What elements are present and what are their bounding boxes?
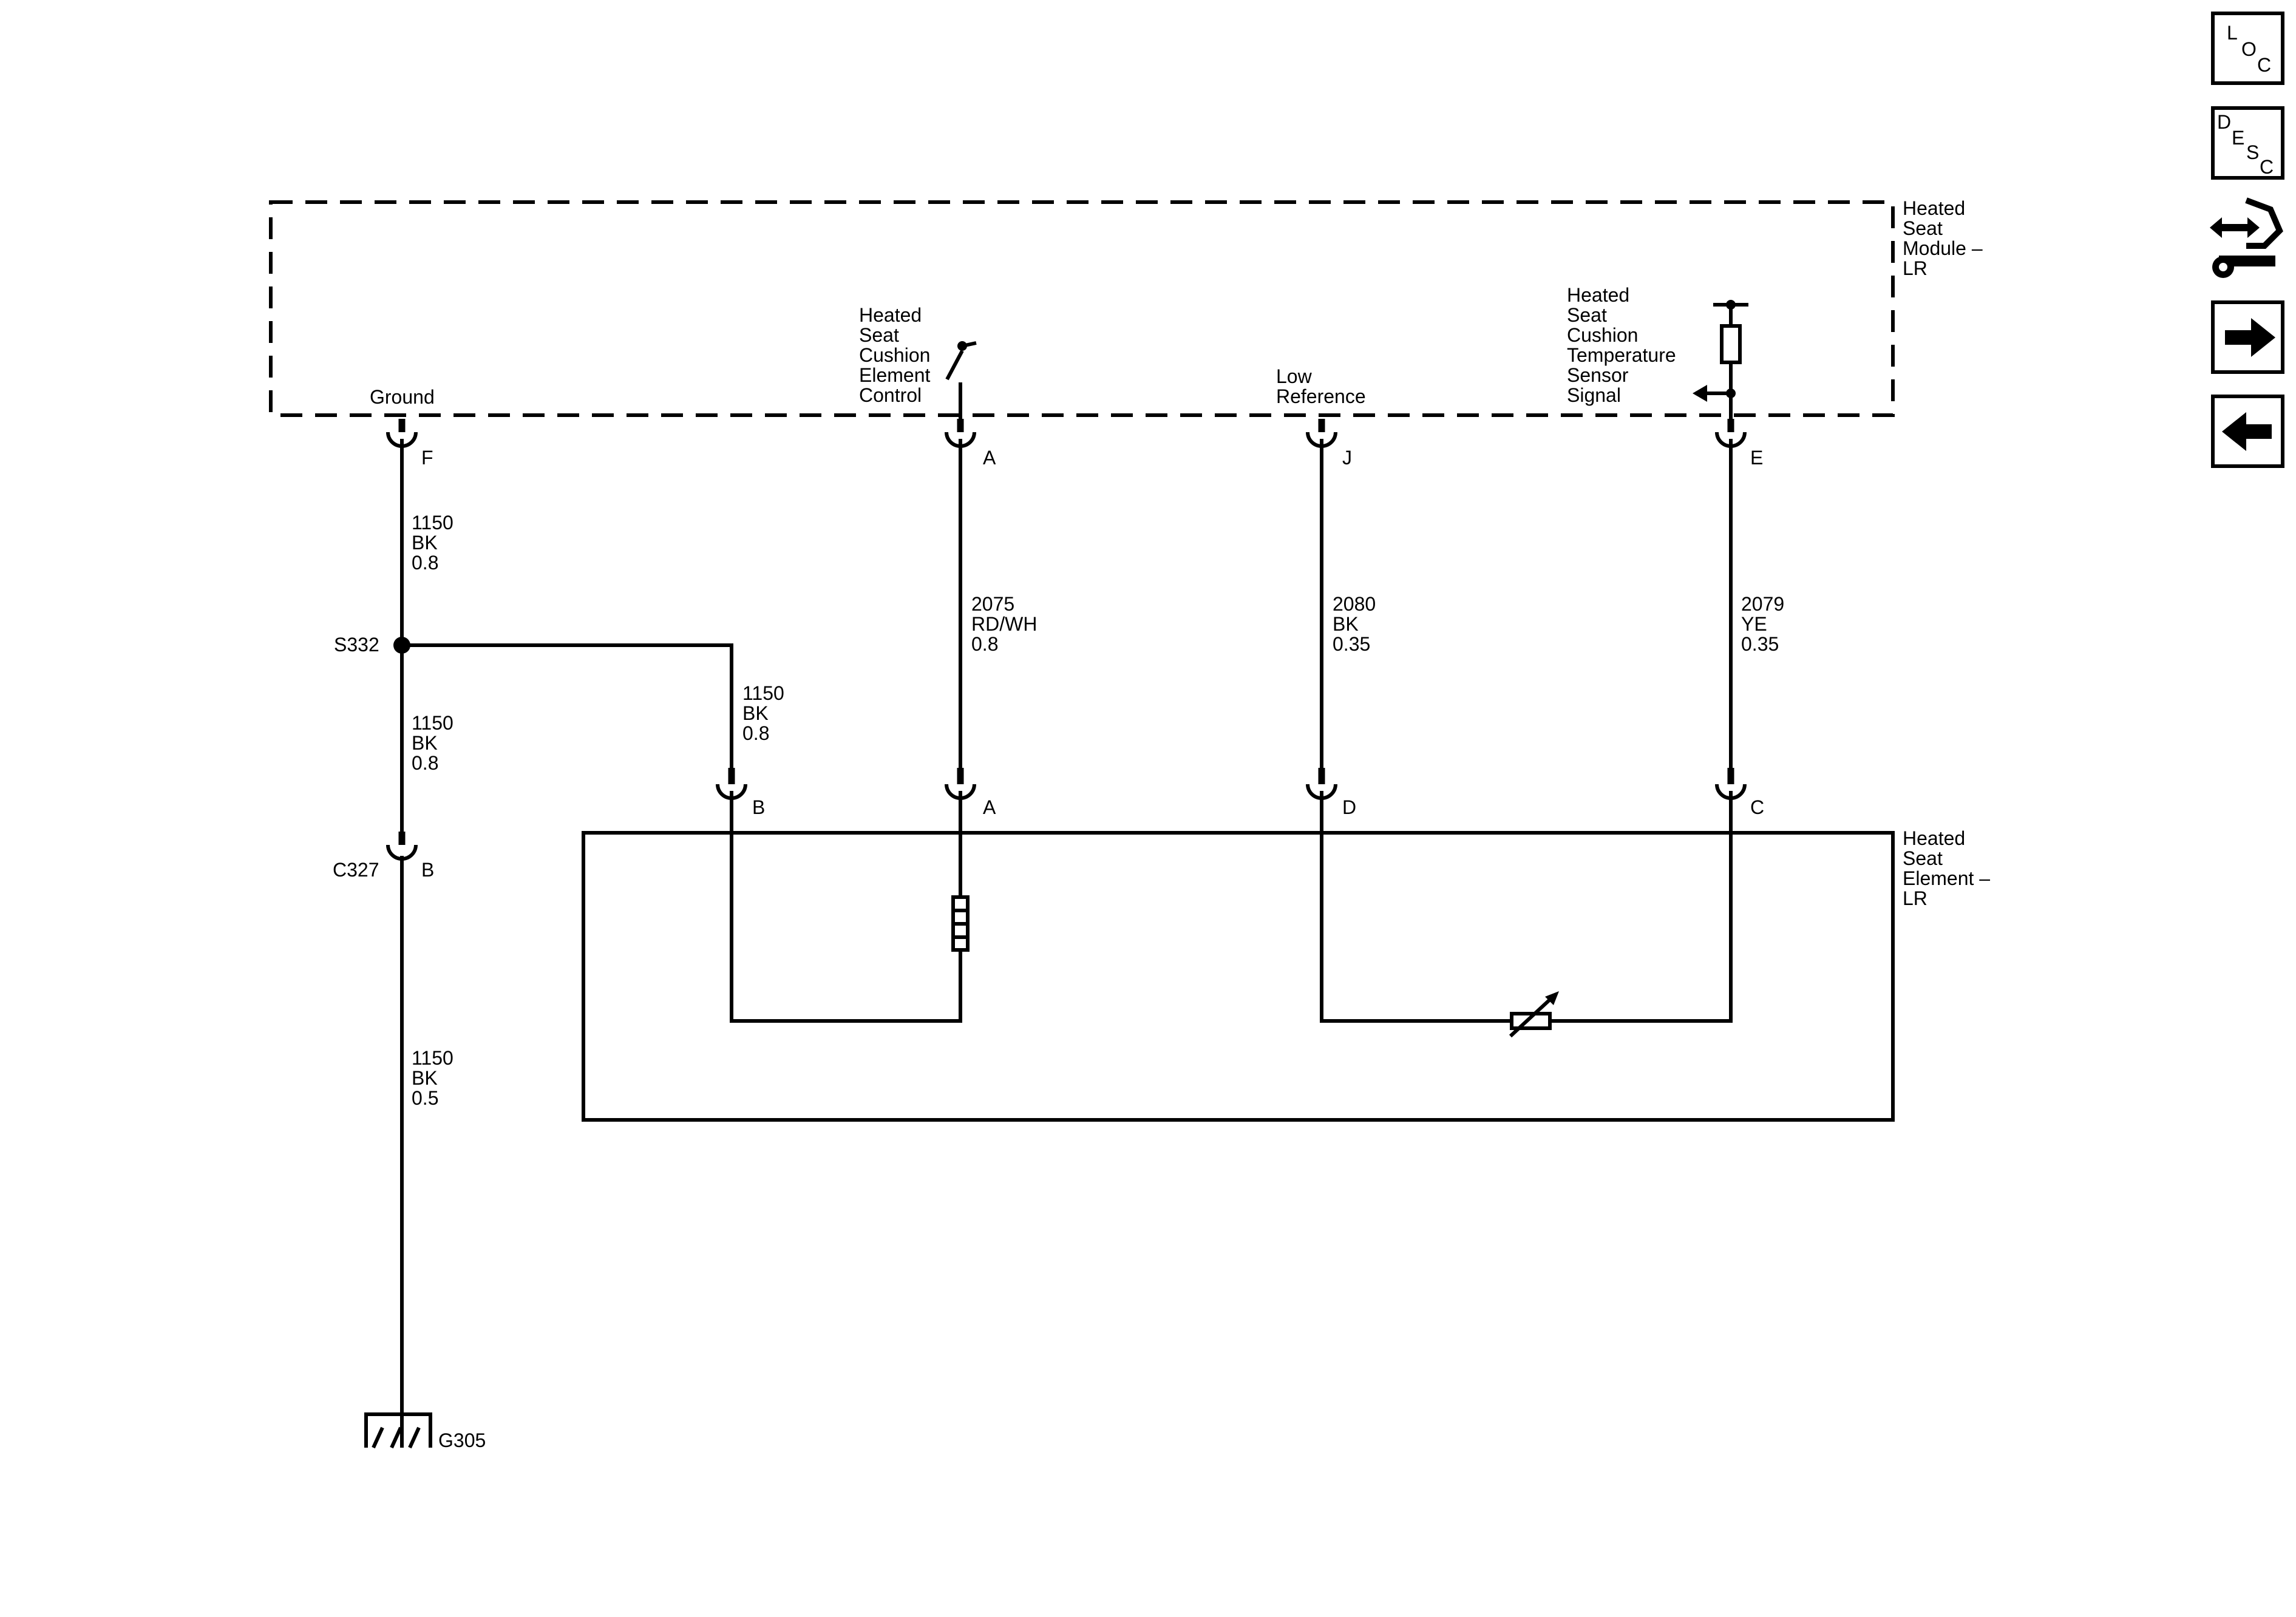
svg-text:1150: 1150: [412, 712, 453, 734]
splice-label: S332: [334, 634, 379, 656]
svg-text:BK: BK: [742, 702, 769, 724]
wire-label-control: 2075 RD/WH 0.8: [971, 593, 1037, 655]
control-switch-icon: [945, 341, 977, 419]
wire-label-temp-signal: 2079 YE 0.35: [1741, 593, 1784, 655]
connector-tool-icon: [2210, 197, 2283, 278]
loc-letter-1: L: [2227, 22, 2238, 44]
wire-label-splice-branch: 1150 BK 0.8: [742, 682, 784, 744]
ground-label: G305: [438, 1429, 486, 1451]
svg-text:BK: BK: [412, 532, 438, 554]
pin-j-label: J: [1342, 447, 1352, 469]
svg-text:0.5: 0.5: [412, 1087, 438, 1109]
pin-e-label: E: [1750, 447, 1763, 469]
el-pin-c-label: C: [1750, 796, 1764, 818]
splice-branch-wire: [402, 643, 733, 772]
svg-text:RD/WH: RD/WH: [971, 613, 1037, 635]
desc-letter-4: C: [2260, 156, 2274, 178]
svg-text:BK: BK: [412, 1067, 438, 1089]
svg-text:2075: 2075: [971, 593, 1014, 615]
next-page-button[interactable]: [2211, 300, 2284, 374]
prev-button-frame: [2211, 395, 2284, 468]
desc-letter-2: E: [2232, 127, 2244, 149]
svg-text:BK: BK: [1333, 613, 1359, 635]
c327-connector: [386, 832, 418, 861]
heater-loop-wire: [730, 791, 962, 1023]
loc-button[interactable]: L O C: [2211, 12, 2284, 85]
svg-text:2079: 2079: [1741, 593, 1784, 615]
pullup-resistor-icon: [1693, 300, 1748, 419]
next-button-frame: [2211, 300, 2284, 374]
desc-letter-1: D: [2217, 111, 2231, 133]
thermistor-icon: [1509, 991, 1559, 1038]
pin-f-label: F: [421, 447, 433, 469]
c327-label: C327: [333, 859, 379, 881]
svg-text:1150: 1150: [412, 512, 453, 534]
svg-text:1150: 1150: [412, 1047, 453, 1069]
svg-text:0.8: 0.8: [742, 722, 769, 744]
wire-label-ground-lower: 1150 BK 0.5: [412, 1047, 453, 1109]
arrow-right-icon: [2225, 318, 2275, 357]
svg-text:0.8: 0.8: [412, 552, 438, 574]
svg-text:0.8: 0.8: [412, 752, 438, 774]
svg-text:BK: BK: [412, 732, 438, 754]
wire-label-low-ref: 2080 BK 0.35: [1333, 593, 1376, 655]
el-pin-a-label: A: [983, 796, 996, 818]
loc-letter-2: O: [2241, 38, 2257, 60]
el-pin-d-label: D: [1342, 796, 1356, 818]
c327-pin-label: B: [421, 859, 434, 881]
arrow-left-icon: [2222, 412, 2272, 451]
thermistor-left-wire: [1320, 791, 1512, 1023]
desc-button-frame: [2211, 106, 2284, 180]
heater-element-icon: [951, 895, 970, 952]
svg-text:0.35: 0.35: [1741, 633, 1779, 655]
previous-page-button[interactable]: [2211, 395, 2284, 468]
svg-text:2080: 2080: [1333, 593, 1376, 615]
loc-letter-3: C: [2257, 54, 2271, 76]
ground-g305-icon: [364, 1412, 432, 1449]
svg-text:0.35: 0.35: [1333, 633, 1370, 655]
loc-button-frame: [2211, 12, 2284, 85]
desc-letter-3: S: [2246, 141, 2259, 163]
heated-seat-element-box: [582, 831, 1895, 1122]
ground-pin-label: Ground: [370, 386, 435, 408]
svg-text:1150: 1150: [742, 682, 784, 704]
wire-label-ground-upper: 1150 BK 0.8: [412, 512, 453, 574]
desc-button[interactable]: D E S C: [2211, 106, 2284, 180]
svg-text:0.8: 0.8: [971, 633, 998, 655]
pin-a-label: A: [983, 447, 996, 469]
svg-text:YE: YE: [1741, 613, 1767, 635]
el-pin-b-label: B: [752, 796, 765, 818]
thermistor-right-wire: [1550, 791, 1733, 1023]
wire-label-ground-middle: 1150 BK 0.8: [412, 712, 453, 774]
heated-seat-module-box: [269, 200, 1895, 417]
connector-tool-button[interactable]: [2210, 197, 2283, 278]
